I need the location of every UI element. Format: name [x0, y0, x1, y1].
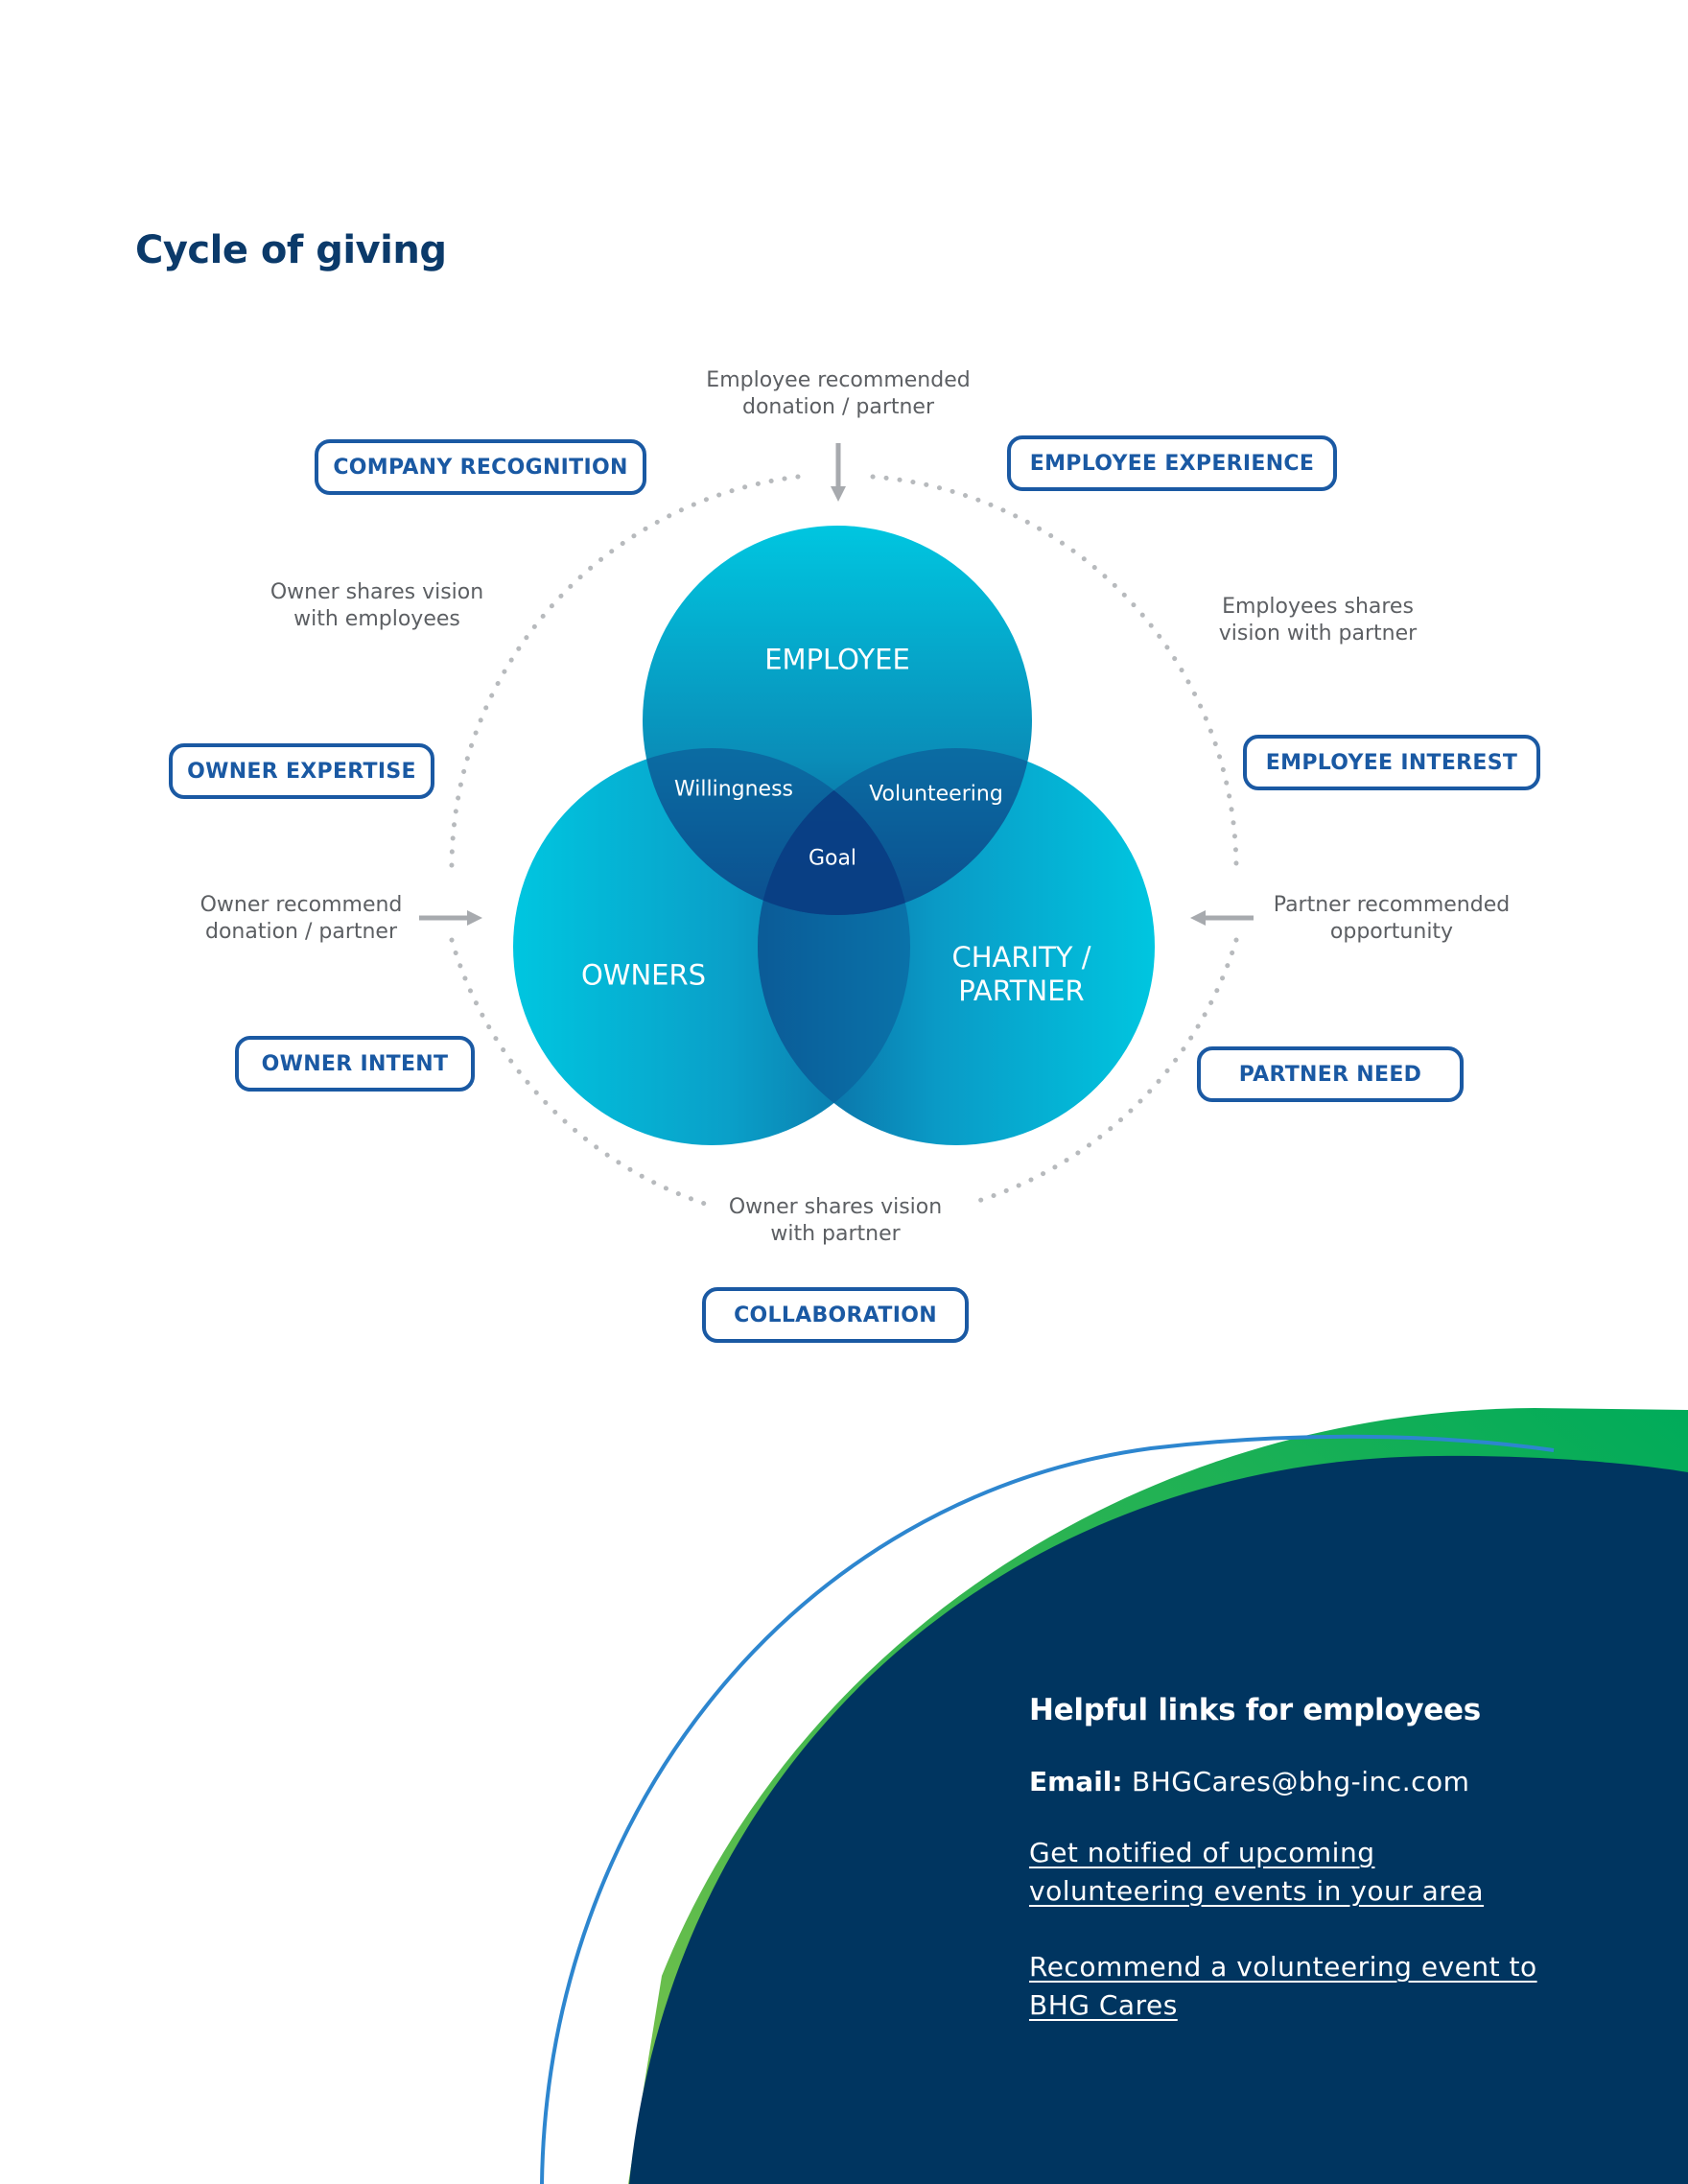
dotted-cycle-ring [449, 474, 1239, 1207]
volunteering-label: Volunteering [869, 782, 1003, 807]
goal-label: Goal [808, 846, 857, 871]
page-title: Cycle of giving [135, 228, 447, 272]
owner-expertise-pill: OWNER EXPERTISE [169, 743, 434, 799]
helpful-links-heading: Helpful links for employees [1029, 1693, 1481, 1727]
employee-interest-pill: EMPLOYEE INTEREST [1243, 735, 1540, 790]
employee-experience-pill: EMPLOYEE EXPERIENCE [1007, 435, 1337, 491]
partner-label: CHARITY / PARTNER [951, 941, 1091, 1007]
navy-shape [629, 1455, 1688, 2184]
email-label: Email: [1029, 1766, 1123, 1797]
company-recognition-pill: COMPANY RECOGNITION [315, 439, 646, 495]
helpful-links-panel: Helpful links for employees Email: BHGCa… [1029, 1693, 1547, 2062]
collaboration-pill: COLLABORATION [702, 1287, 969, 1343]
email-value[interactable]: BHGCares@bhg-inc.com [1132, 1766, 1470, 1797]
employee-label: EMPLOYEE [764, 643, 910, 676]
arrows [419, 443, 1254, 927]
willingness-label: Willingness [673, 777, 794, 802]
owner-intent-pill: OWNER INTENT [235, 1036, 475, 1092]
get-notified-link[interactable]: Get notified of upcoming volunteering ev… [1029, 1837, 1485, 1907]
recommend-event-link[interactable]: Recommend a volunteering event to BHG Ca… [1029, 1951, 1537, 2021]
owners-label: OWNERS [580, 958, 707, 992]
partner-need-pill: PARTNER NEED [1197, 1046, 1464, 1102]
email-line: Email: BHGCares@bhg-inc.com [1029, 1766, 1547, 1797]
blue-arc-line [540, 1434, 1555, 2184]
